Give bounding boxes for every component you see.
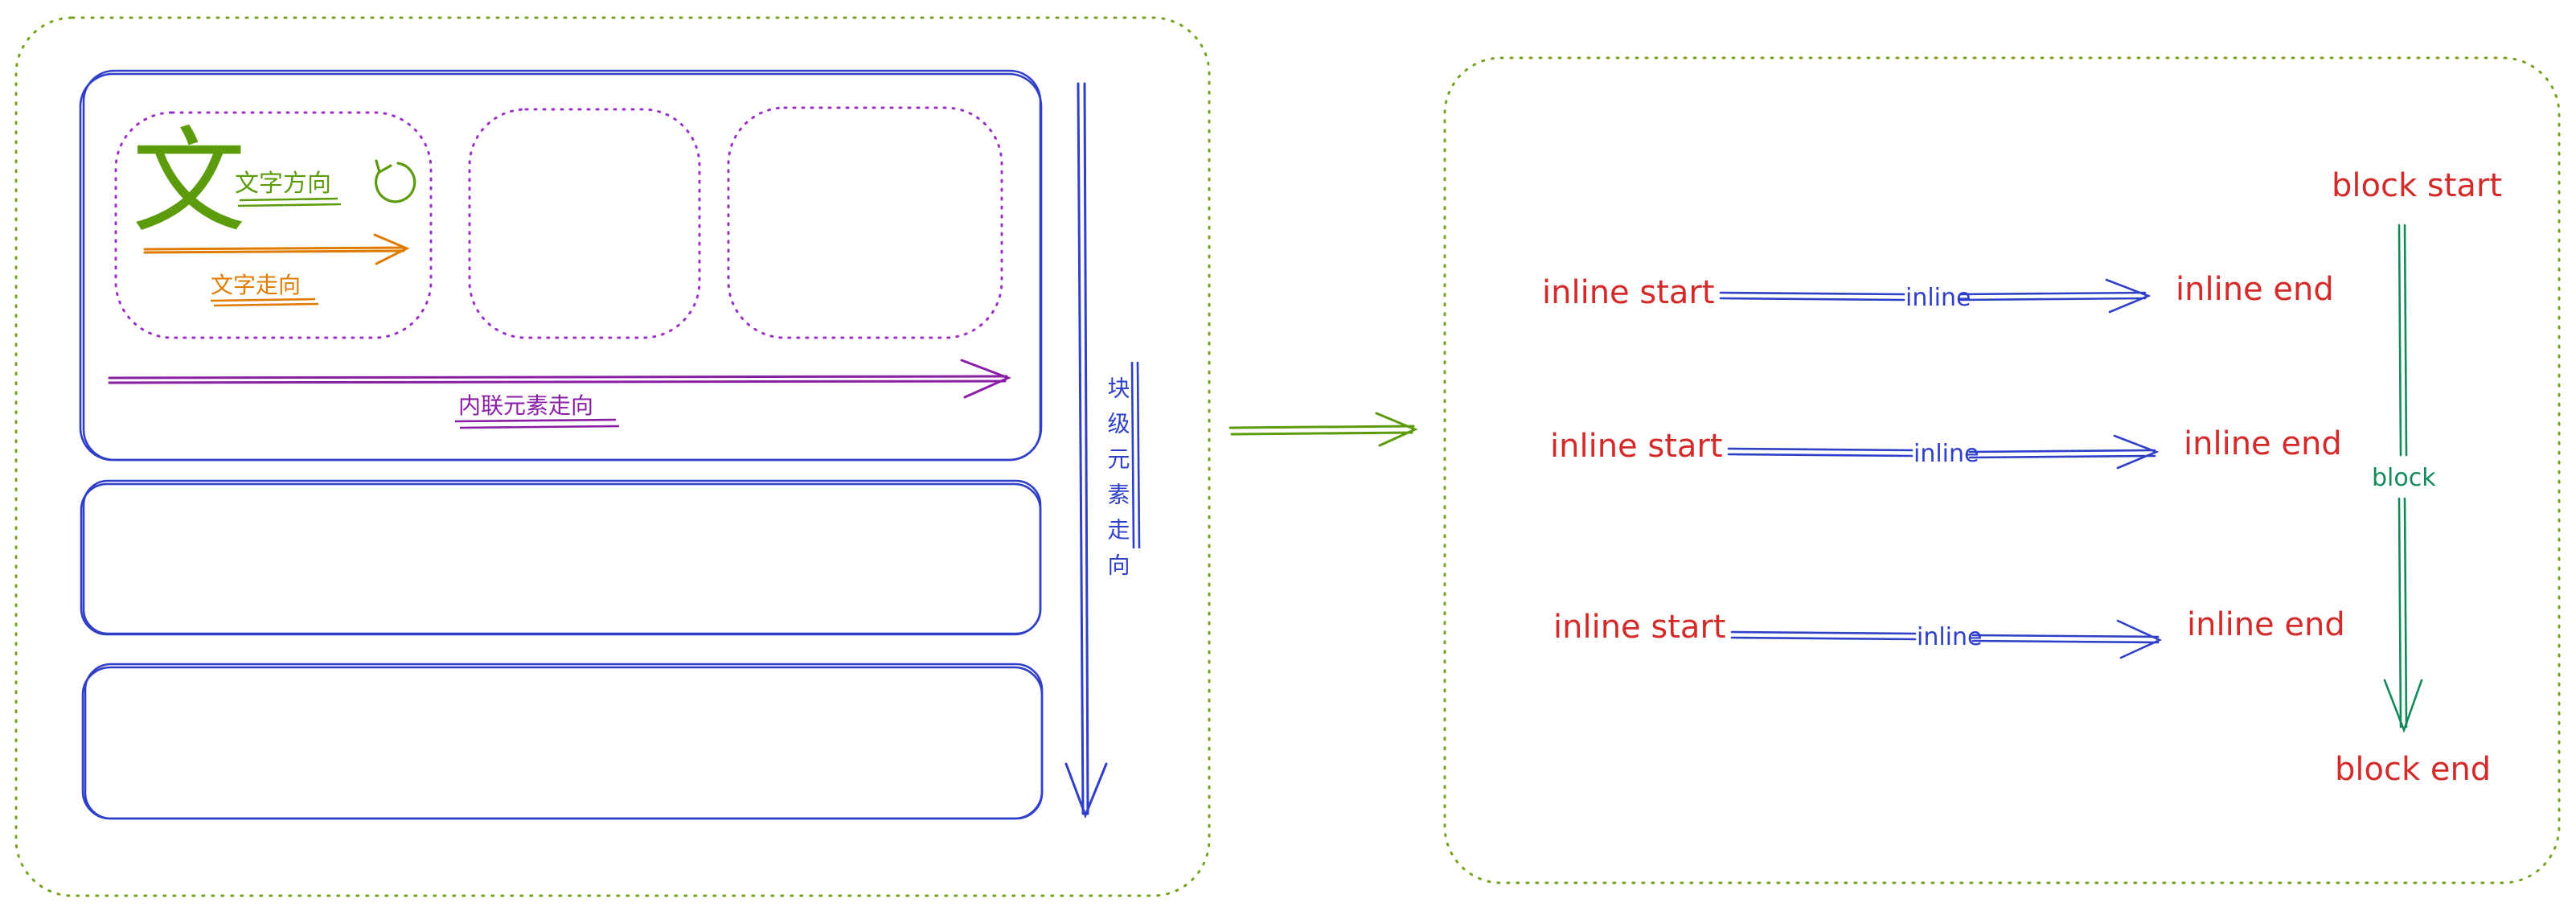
inline-arrow-label: inline bbox=[1914, 440, 1979, 468]
inline-box-1 bbox=[114, 111, 433, 339]
inline-arrow-line bbox=[1727, 434, 2160, 470]
text-direction-label: 文字方向 bbox=[235, 170, 331, 198]
rotate-icon bbox=[375, 159, 416, 203]
connector-arrow bbox=[1229, 412, 1418, 447]
inline-start-label: inline start bbox=[1553, 609, 1726, 646]
inline-end-label: inline end bbox=[2184, 425, 2342, 462]
inline-start-label: inline start bbox=[1550, 428, 1723, 465]
writing-glyph: 文 bbox=[132, 116, 246, 248]
bottom-container bbox=[81, 663, 1044, 820]
inline-box-2 bbox=[468, 108, 701, 339]
text-flow-label: 文字走向 bbox=[211, 272, 301, 298]
left-panel: 文 文字方向 文字走向 内联元素走向 bbox=[14, 16, 1211, 897]
block-flow-arrow bbox=[1064, 82, 1108, 819]
text-direction-underline bbox=[237, 197, 342, 207]
left-frame bbox=[14, 16, 1211, 897]
inline-arrow-label: inline bbox=[1917, 623, 1983, 651]
inline-arrow-line bbox=[1719, 278, 2151, 314]
middle-container bbox=[80, 479, 1042, 636]
inline-box-3 bbox=[727, 106, 1003, 339]
inline-end-label: inline end bbox=[2187, 606, 2345, 643]
right-panel: inline start inline inline end inline st… bbox=[1443, 56, 2561, 884]
text-flow-underline bbox=[210, 298, 319, 307]
block-start-label: block start bbox=[2332, 167, 2502, 204]
inline-arrow-line bbox=[1730, 619, 2163, 659]
inline-flow-arrow bbox=[108, 359, 1011, 399]
block-flow-label: 块级元素走向 bbox=[1105, 376, 1131, 589]
inline-arrow-label: inline bbox=[1905, 284, 1971, 312]
block-flow-sidebar bbox=[1130, 361, 1141, 549]
inline-flow-underline bbox=[454, 418, 620, 429]
top-container bbox=[79, 69, 1043, 462]
inline-start-label: inline start bbox=[1542, 274, 1715, 311]
inline-flow-label: 内联元素走向 bbox=[458, 392, 593, 419]
block-end-label: block end bbox=[2335, 751, 2491, 788]
block-arrow-line bbox=[2383, 224, 2423, 733]
right-frame bbox=[1443, 56, 2561, 884]
inline-end-label: inline end bbox=[2176, 271, 2334, 308]
text-flow-arrow bbox=[143, 233, 410, 265]
block-arrow-label: block bbox=[2372, 464, 2436, 492]
